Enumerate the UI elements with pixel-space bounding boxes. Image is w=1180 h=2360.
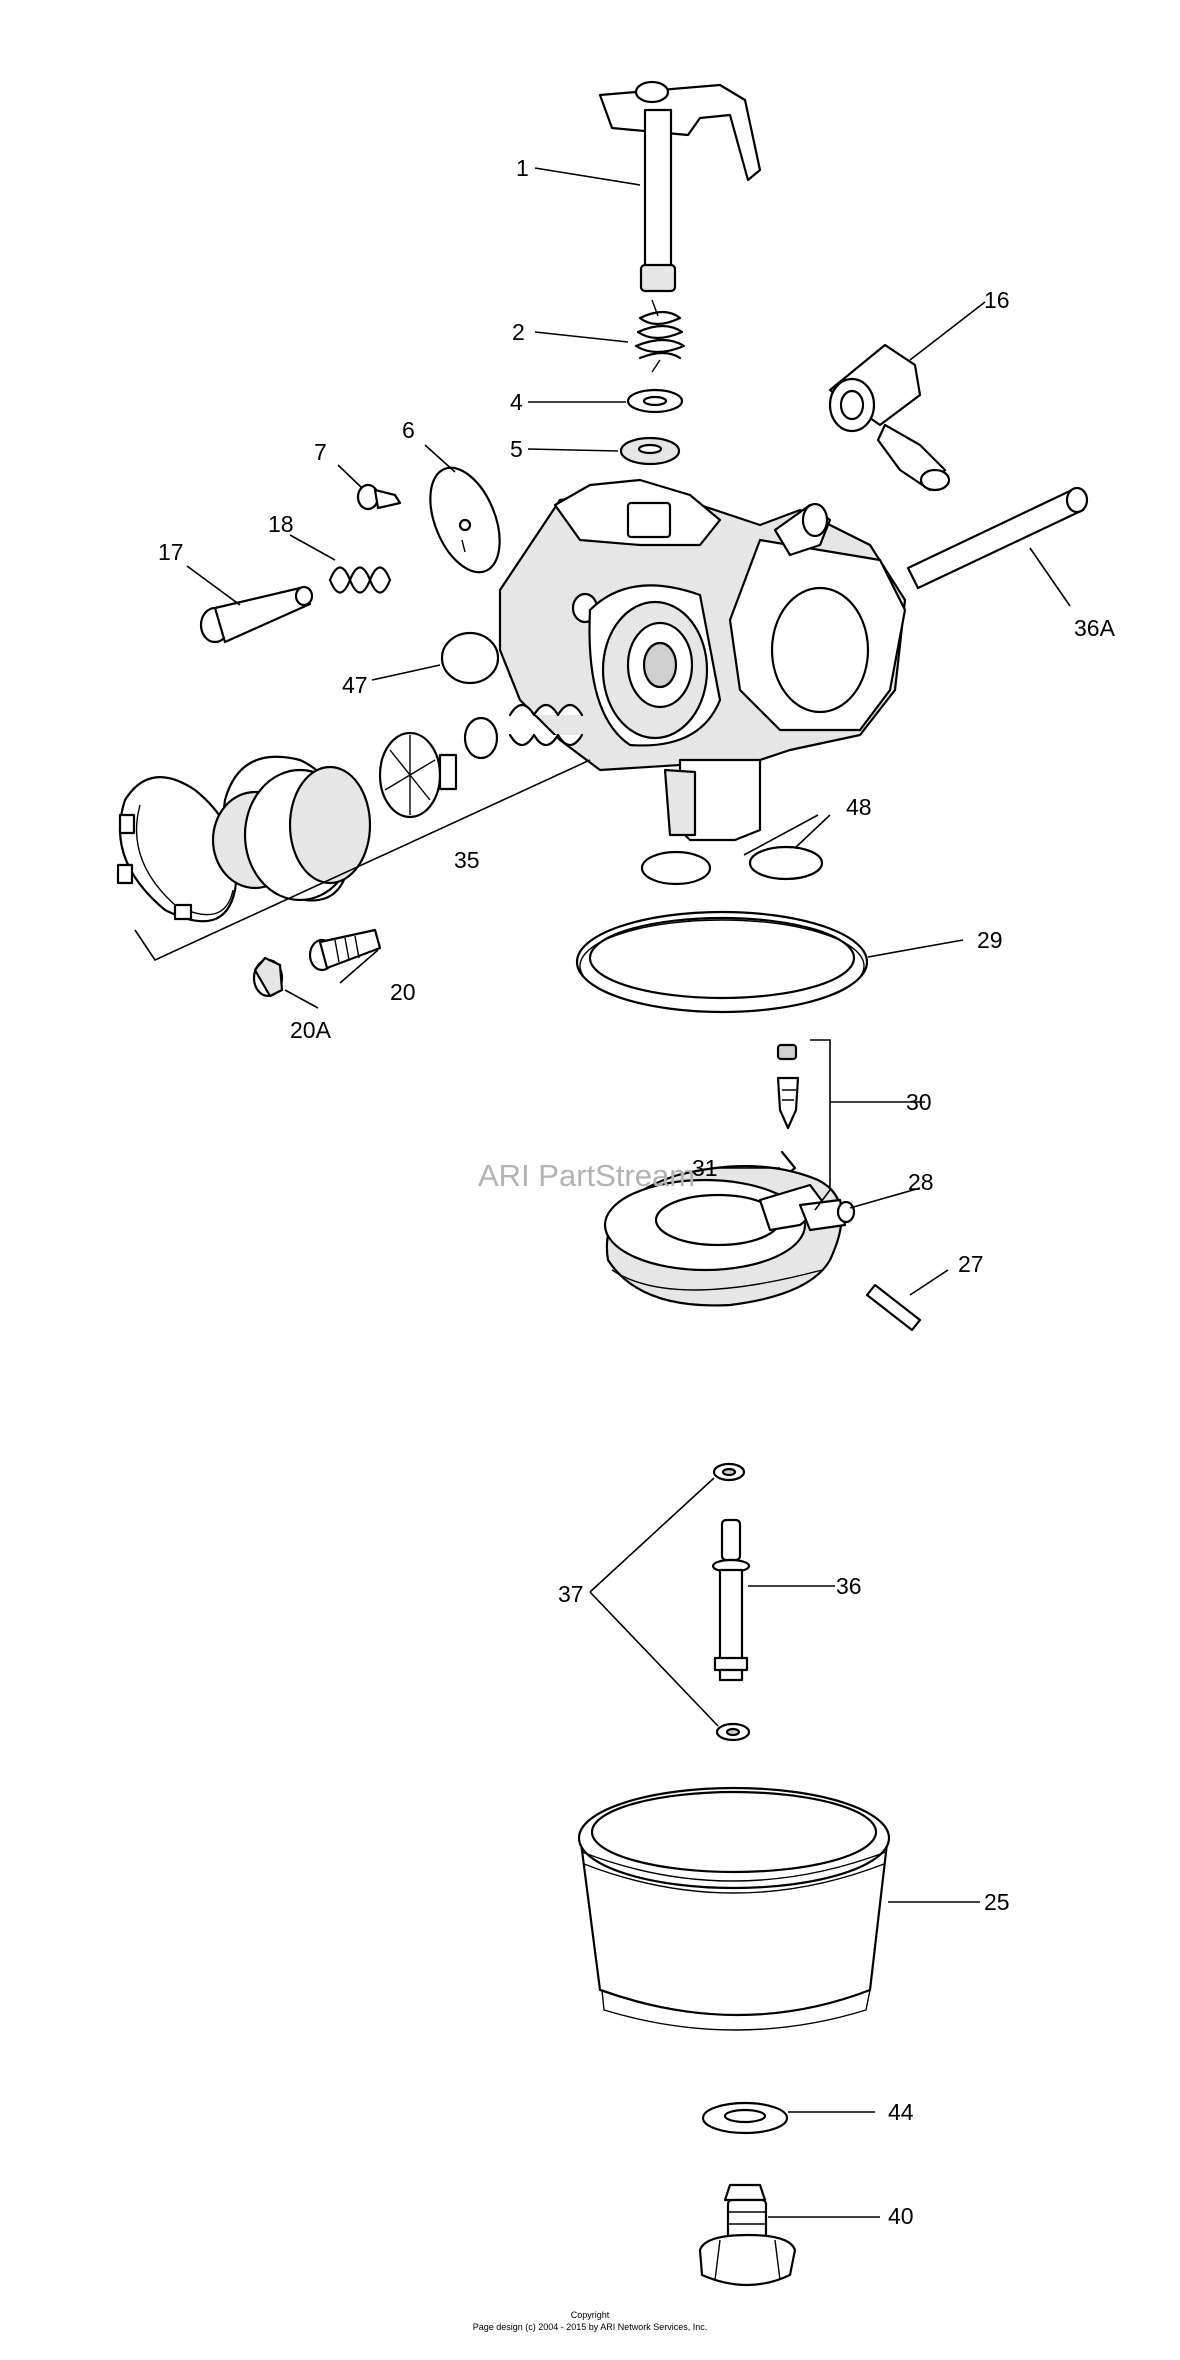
part-18-spring[interactable] [328,566,392,594]
part-30-inlet-needle[interactable] [776,1043,800,1130]
callout-30: 30 [906,1089,932,1115]
callout-31: 31 [692,1155,718,1181]
callout-1: 1 [516,155,529,181]
callout-47: 47 [342,672,368,698]
callout-2: 2 [512,319,525,345]
part-29-bowl-gasket[interactable] [575,910,869,1014]
part-17-screw[interactable] [199,585,314,644]
callout-36a: 36A [1074,615,1116,641]
part-36a-fuel-tube[interactable] [906,486,1089,590]
carburetor-body[interactable] [498,478,907,842]
part-1-throttle-shaft[interactable] [598,80,762,293]
callout-36: 36 [836,1573,862,1599]
part-35-diaphragm-assembly[interactable] [116,703,591,962]
part-5-seal[interactable] [619,436,681,466]
callout-17: 17 [158,539,184,565]
callout-20: 20 [390,979,416,1005]
part-6-throttle-plate[interactable] [417,458,514,582]
part-27-float-pin[interactable] [865,1283,922,1332]
callout-35: 35 [454,847,480,873]
footer-page-design: Page design (c) 2004 - 2015 by ARI Netwo… [473,2322,708,2332]
part-44-washer[interactable] [701,2101,789,2135]
callout-28: 28 [908,1169,934,1195]
callout-40: 40 [888,2203,914,2229]
callout-25: 25 [984,1889,1010,1915]
callout-27: 27 [958,1251,984,1277]
part-2-spring[interactable] [634,299,686,373]
callout-29: 29 [977,927,1003,953]
part-37-washer-top[interactable] [712,1462,746,1482]
part-37-washer-bottom[interactable] [715,1722,751,1742]
part-4-washer[interactable] [626,388,684,414]
part-40-bowl-nut[interactable] [698,2183,797,2287]
part-28-float[interactable] [603,1165,856,1307]
leader-lines [186,167,1071,2218]
part-25-float-bowl[interactable] [577,1786,891,2031]
part-47-welch-plug[interactable] [440,631,500,685]
callout-7: 7 [314,439,327,465]
callout-5: 5 [510,436,523,462]
part-7-idle-screw[interactable] [356,483,402,511]
part-20-mixture-screw[interactable] [308,928,382,972]
part-20a-cap[interactable] [252,956,284,998]
callout-4: 4 [510,389,523,415]
callout-18: 18 [268,511,294,537]
callout-48: 48 [846,794,872,820]
callout-16: 16 [984,287,1010,313]
callout-20a: 20A [290,1017,332,1043]
part-36-main-jet[interactable] [711,1518,751,1682]
footer-copyright: Copyright [571,2310,610,2320]
callout-labels: 1 2 4 5 6 7 16 17 18 20 20A 25 27 28 29 … [158,155,1116,2229]
callout-44: 44 [888,2099,914,2125]
callout-6: 6 [402,417,415,443]
part-48-gaskets[interactable] [640,845,824,886]
watermark: ARI PartStream [478,1158,695,1193]
callout-37: 37 [558,1581,584,1607]
part-16-fuel-elbow[interactable] [828,343,951,492]
